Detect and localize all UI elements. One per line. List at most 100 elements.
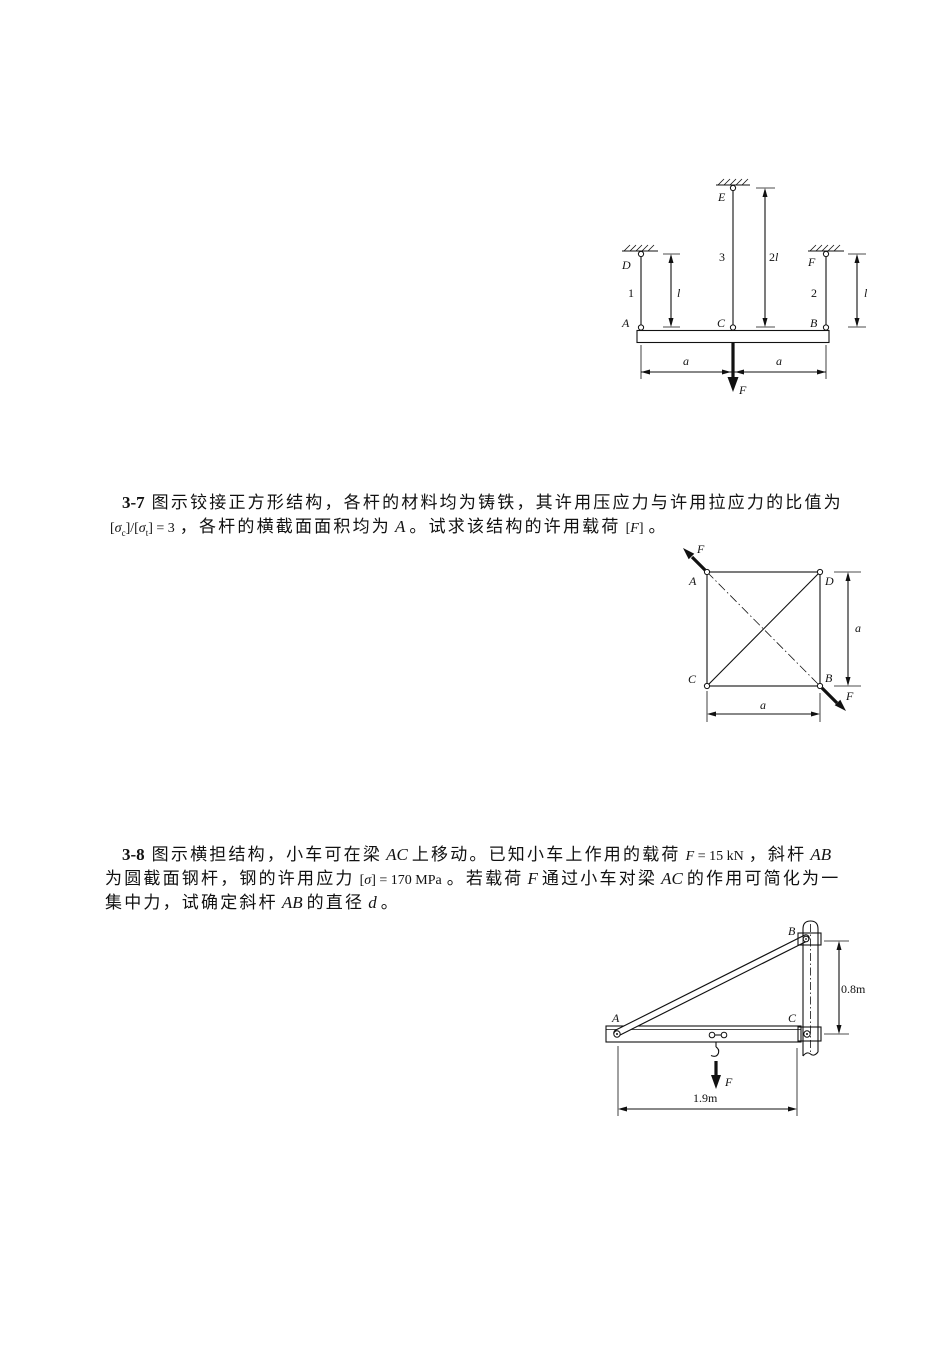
load-arrow-f — [711, 1061, 721, 1089]
force-shaft — [820, 686, 839, 705]
load-arrow-f-top — [683, 548, 707, 572]
label-dim-height: 0.8m — [841, 982, 866, 996]
pin-b-center — [805, 938, 807, 940]
problem-text: ，各杆的横截面面积均为 — [179, 517, 391, 536]
dimension-2l — [756, 187, 775, 328]
trolley — [708, 1031, 728, 1057]
arrowhead — [722, 369, 731, 375]
arrowhead — [854, 254, 860, 263]
dimension-a-vertical — [834, 571, 861, 687]
area-symbol: A — [394, 517, 406, 536]
problem-text: 的作用可简化为一 — [686, 869, 841, 888]
fixed-support-e — [716, 178, 750, 186]
collar-outline — [797, 1026, 822, 1042]
label-c: C — [688, 672, 697, 686]
arrowhead — [845, 572, 851, 581]
subscript-c: c — [121, 527, 126, 538]
label-load-f: F — [724, 1075, 733, 1089]
label-f-bottom: F — [845, 689, 854, 703]
label-c: C — [788, 1011, 797, 1025]
arrowhead — [845, 677, 851, 686]
problem-number: 3-7 — [122, 493, 145, 512]
label-d: D — [621, 258, 631, 272]
arrowhead — [788, 1106, 797, 1112]
problem-text: 图示横担结构，小车可在梁 — [151, 845, 383, 864]
arrowhead — [817, 369, 826, 375]
problem-text: 。若载荷 — [446, 869, 524, 888]
arrowhead — [711, 1075, 721, 1089]
rigid-beam — [636, 329, 830, 344]
pin-e — [729, 184, 737, 192]
label-d: D — [824, 574, 834, 588]
arrowhead — [727, 377, 739, 392]
label-b: B — [788, 924, 796, 938]
label-dim-l-left: l — [677, 286, 681, 300]
problem-text: ，斜杆 — [748, 845, 807, 864]
dimension-a-horizontal — [706, 691, 821, 722]
beam-outline — [605, 1025, 802, 1043]
sigma-symbol: σ — [138, 521, 146, 536]
pin-b — [822, 324, 830, 331]
hatch-mark — [809, 244, 817, 252]
label-c: C — [717, 316, 726, 330]
formula-bracket: ] — [638, 521, 644, 536]
figure-bracket-trolley: B A C 0.8m F 1.9m — [605, 920, 866, 1116]
subscript-t: t — [145, 527, 149, 538]
stress-ratio-formula: [σc]/[σt] = 3 — [110, 521, 175, 538]
formula-bracket: [ — [625, 521, 631, 536]
arrowhead — [854, 318, 860, 327]
rod-symbol: AB — [810, 845, 832, 864]
arrowhead — [762, 188, 768, 197]
problem-text: 。 — [648, 517, 668, 536]
arrowhead — [762, 318, 768, 327]
pin-a — [703, 568, 711, 576]
arrowhead — [834, 699, 846, 711]
force-shaft — [690, 555, 707, 572]
pin-c — [703, 682, 711, 690]
dim-coefficient: 2 — [769, 250, 775, 264]
pin-a — [637, 324, 645, 331]
arrowhead — [707, 711, 716, 717]
post-outline — [802, 920, 819, 1056]
arrowhead — [668, 318, 674, 327]
label-f-support: F — [807, 255, 816, 269]
label-load-f: F — [738, 383, 747, 397]
label-dim-a-horizontal: a — [760, 698, 766, 712]
problem-3-7-line-1: 3-7 图示铰接正方形结构，各杆的材料均为铸铁，其许用压应力与许用拉应力的比值为 — [122, 492, 843, 514]
load-symbol: F — [630, 521, 639, 536]
load-symbol: F — [527, 869, 538, 888]
arrowhead — [668, 254, 674, 263]
label-b: B — [810, 316, 818, 330]
dimension-height — [824, 940, 849, 1035]
arrowhead — [811, 711, 820, 717]
stress-value: ] = 170 MPa — [371, 873, 442, 888]
fixed-support-d — [622, 244, 658, 252]
problem-text: 图示铰接正方形结构，各杆的材料均为铸铁，其许用压应力与许用拉应力的比值为 — [151, 493, 843, 512]
dim-variable: l — [775, 250, 779, 264]
rod-body — [614, 935, 809, 1036]
load-arrow-f — [727, 343, 739, 392]
label-dim-a-left: a — [683, 354, 689, 368]
pin-d — [637, 250, 645, 258]
trolley-wheel — [720, 1031, 728, 1039]
arrowhead — [735, 369, 744, 375]
label-a: A — [611, 1011, 620, 1025]
problem-number: 3-8 — [122, 845, 145, 864]
label-dim-a-right: a — [776, 354, 782, 368]
label-a: A — [688, 574, 697, 588]
dimension-l-left — [663, 253, 680, 328]
dimension-l-right — [848, 253, 866, 328]
sigma-symbol: σ — [114, 521, 122, 536]
allowable-stress-formula: [σ] = 170 MPa — [360, 873, 442, 888]
pin-b — [816, 682, 824, 690]
beam-symbol: AC — [386, 845, 408, 864]
pin-a-center — [616, 1033, 618, 1035]
label-dim-a-vertical: a — [855, 621, 861, 635]
label-rod-3: 3 — [719, 250, 725, 264]
label-b: B — [825, 671, 833, 685]
hatch-mark — [729, 178, 737, 186]
